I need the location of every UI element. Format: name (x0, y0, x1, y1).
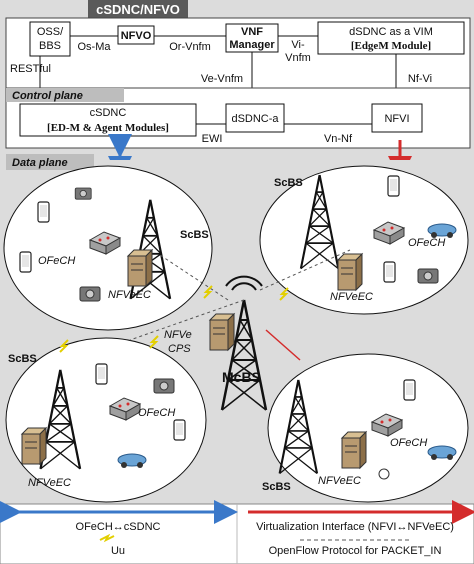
dsdnc-a-label: dSDNC-a (231, 113, 279, 125)
camera-icon-bl (153, 378, 175, 394)
car-icon-br (427, 445, 457, 461)
legend-uu-zigzag (99, 533, 115, 543)
legend-uu: Uu (111, 545, 125, 557)
nfveec-tr-label: NFVeEC (330, 291, 373, 303)
oss-bbs-label-2: BBS (39, 40, 61, 52)
ofech-tl-label: OFeCH (38, 255, 75, 267)
mcbs-label: McBS (222, 369, 261, 385)
camera-icon-tr (417, 268, 439, 284)
nfveec-bl-label: NFVeEC (28, 477, 71, 489)
mcbs-link-tl (159, 254, 229, 301)
ve-vnfm-label: Ve-Vnfm (201, 73, 243, 85)
ofech-bl-label: OFeCH (138, 407, 175, 419)
legend-ofech-csdnc: OFeCH↔cSDNC (76, 521, 161, 533)
phone-icon-tl-1 (37, 201, 50, 223)
vi-vnfm-label-2: Vnfm (285, 52, 311, 64)
restful-label: RESTful (10, 63, 51, 75)
car-icon-bl (117, 453, 147, 469)
car-icon-tr (427, 223, 457, 239)
oss-bbs-label-1: OSS/ (37, 26, 64, 38)
control-plane-label: Control plane (12, 90, 83, 102)
csdnc-box (19, 103, 197, 137)
or-vnfm-label: Or-Vnfm (169, 41, 211, 53)
red-link-br (265, 329, 301, 361)
ofech-tr-label: OFeCH (408, 237, 445, 249)
ewi-label: EWI (202, 133, 223, 145)
sensor-icon-br (378, 468, 390, 480)
nfvi-box (371, 103, 423, 133)
nfve-cps-label-1: NFVe (164, 329, 192, 341)
nfveec-server-bl (21, 427, 47, 465)
title-text: cSDNC/NFVO (96, 2, 180, 17)
camera-icon-tl (79, 286, 101, 302)
vi-vnfm-label-1: Vi- (291, 39, 305, 51)
cell-bottom-right (267, 353, 469, 503)
mcbs-signal-2 (225, 275, 263, 287)
vnf-manager-box (225, 23, 279, 53)
phone-icon-tl-2 (19, 251, 32, 273)
cell-top-right (259, 165, 469, 315)
mcbs-signal-1 (231, 282, 257, 291)
phone-icon-br (403, 379, 416, 401)
dsdnc-vim-box (317, 21, 465, 55)
uu-zigzag-2 (279, 287, 289, 301)
nfve-cps-label-2: CPS (168, 343, 191, 355)
mcbs-link-tr (259, 249, 351, 291)
dsdnc-vim-label-2: [EdgeM Module] (351, 40, 431, 52)
phone-icon-tr-1 (387, 175, 400, 197)
nfveec-server-br (341, 431, 367, 469)
dsdnc-vim-label-1: dSDNC as a VIM (349, 26, 433, 38)
uu-zigzag-4 (149, 335, 159, 349)
nfveec-br-label: NFVeEC (318, 475, 361, 487)
data-plane-tab (6, 154, 94, 170)
mcbs-link-cps (129, 299, 245, 341)
dsdnc-a-box (225, 103, 285, 133)
scbs-tl-label: ScBS (180, 229, 209, 241)
vnf-manager-label-2: Manager (229, 39, 275, 51)
oss-bbs-box (29, 21, 71, 57)
nfveec-server-tr (337, 253, 363, 291)
uu-zigzag-1 (203, 285, 213, 299)
scbs-tr-label: ScBS (274, 177, 303, 189)
phone-icon-bl-2 (173, 419, 186, 441)
uu-zigzag-3 (59, 339, 69, 353)
csdnc-label-1: cSDNC (90, 107, 127, 119)
data-plane-label: Data plane (12, 157, 68, 169)
vnf-manager-label-1: VNF (241, 26, 263, 38)
legend-virtualization: Virtualization Interface (NFVI↔NFVeEC) (256, 521, 454, 533)
nfve-cps-server (209, 313, 235, 351)
nfveec-server-tl (127, 249, 153, 287)
scbs-br-label: ScBS (262, 481, 291, 493)
nf-vi-label: Nf-Vi (408, 73, 432, 85)
video-camera-icon-tl (74, 187, 92, 200)
phone-icon-tr-2 (383, 261, 396, 283)
title-banner (88, 0, 188, 18)
csdnc-label-2: [ED-M & Agent Modules] (47, 122, 169, 134)
nfvo-label: NFVO (121, 30, 152, 42)
os-ma-label: Os-Ma (78, 41, 112, 53)
control-plane-tab (6, 88, 124, 102)
legend-openflow: OpenFlow Protocol for PACKET_IN (269, 545, 442, 557)
vn-nf-label: Vn-Nf (324, 133, 353, 145)
nfveec-tl-label: NFVeEC (108, 289, 151, 301)
ofech-br-label: OFeCH (390, 437, 427, 449)
phone-icon-bl-1 (95, 363, 108, 385)
nfvo-box (117, 25, 155, 45)
nfvi-label: NFVI (384, 113, 409, 125)
scbs-bl-label: ScBS (8, 353, 37, 365)
